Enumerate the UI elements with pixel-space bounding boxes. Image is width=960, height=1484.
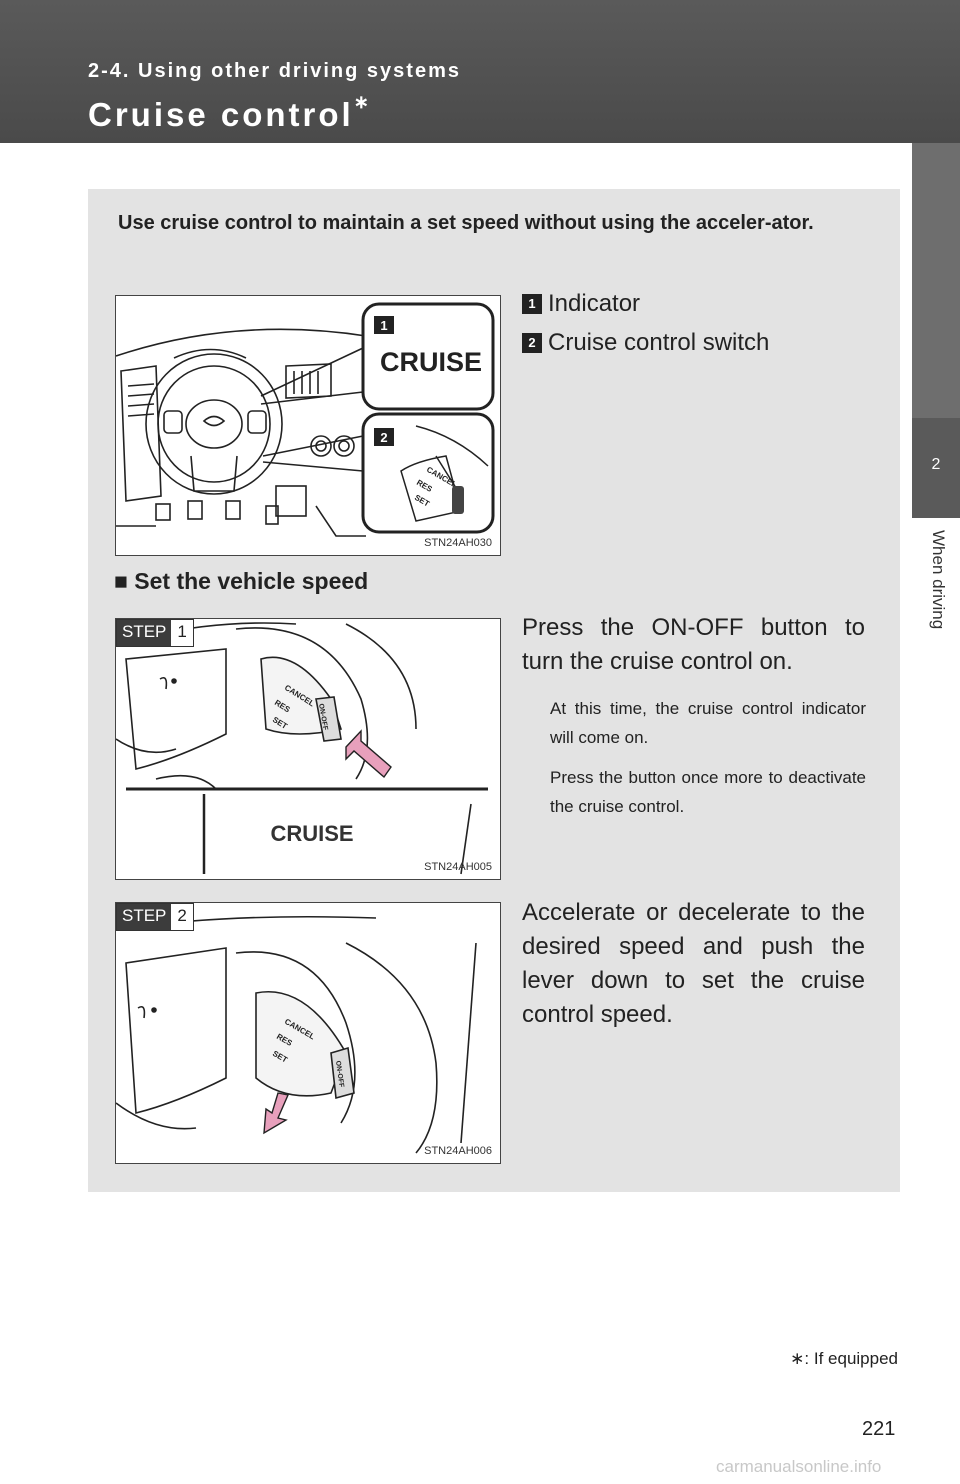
subheading-set-speed: ■ Set the vehicle speed (114, 568, 369, 594)
step2-figure: CANCEL RES SET ON-OFF STEP 2 STN24AH006 (115, 902, 501, 1164)
callout-cruise-label: CRUISE (380, 347, 482, 377)
chapter-number: 2 (931, 456, 941, 473)
figure-code: STN24AH006 (424, 1145, 492, 1157)
legend-item-indicator: 1 Indicator (522, 290, 640, 318)
if-equipped-mark: ∗ (353, 92, 369, 112)
step-badge: STEP 2 (116, 903, 194, 931)
step-badge: STEP 1 (116, 619, 194, 647)
lever-onoff-label: ON-OFF (334, 1060, 345, 1088)
side-tab-spacer (912, 143, 960, 418)
intro-text: Use cruise control to maintain a set spe… (118, 212, 814, 234)
dashboard-figure: 1 CRUISE 2 CANCEL RES SET STN24AH030 (115, 295, 501, 556)
figure-code: STN24AH005 (424, 861, 492, 873)
page-title-text: Cruise control (88, 96, 354, 133)
footnote-mark: ∗ (790, 1349, 805, 1368)
page-header: 2-4. Using other driving systems Cruise … (0, 0, 960, 143)
chapter-label: When driving (929, 530, 948, 630)
step1-note-1: At this time, the cruise control indicat… (550, 699, 866, 747)
step1-note-2: Press the button once more to deactivate… (550, 768, 866, 816)
step-number: 1 (177, 622, 187, 641)
step1-illustration: CANCEL RES SET ON-OFF CRUISE (116, 622, 488, 875)
step-word: STEP (117, 620, 172, 646)
page-number: 221 (862, 1418, 896, 1440)
section-label: 2-4. Using other driving systems (88, 60, 461, 82)
legend-item-switch: 2 Cruise control switch (522, 329, 769, 357)
watermark: carmanualsonline.info (716, 1457, 882, 1476)
legend-label: Indicator (548, 290, 641, 317)
step-number: 2 (177, 906, 187, 925)
step2-text: Accelerate or decelerate to the desired … (522, 899, 865, 1028)
legend-label: Cruise control switch (548, 329, 770, 356)
step1-cruise-label: CRUISE (270, 821, 353, 846)
step1-figure: CANCEL RES SET ON-OFF CRUISE STEP 1 STN2… (115, 618, 501, 880)
step1-text: Press the ON-OFF button to turn the crui… (522, 614, 865, 675)
callout-number-2: 2 (380, 430, 387, 445)
press-arrow (345, 729, 392, 779)
footnote-text: : If equipped (804, 1349, 898, 1368)
legend-number: 1 (522, 294, 542, 314)
dashboard-illustration: 1 CRUISE 2 CANCEL RES SET (116, 302, 495, 537)
step-word: STEP (117, 904, 172, 930)
step2-illustration: CANCEL RES SET ON-OFF (116, 915, 477, 1154)
callout-number-1: 1 (380, 318, 387, 333)
legend-number: 2 (522, 333, 542, 353)
page-title: Cruise control∗ (88, 92, 369, 134)
figure-code: STN24AH030 (424, 537, 492, 549)
indicator-callout (361, 302, 495, 411)
lever-onoff-label: ON-OFF (317, 703, 329, 731)
chapter-tab[interactable]: 2 (912, 418, 960, 518)
push-down-arrow (263, 1092, 289, 1135)
footnote: ∗: If equipped (790, 1349, 898, 1369)
